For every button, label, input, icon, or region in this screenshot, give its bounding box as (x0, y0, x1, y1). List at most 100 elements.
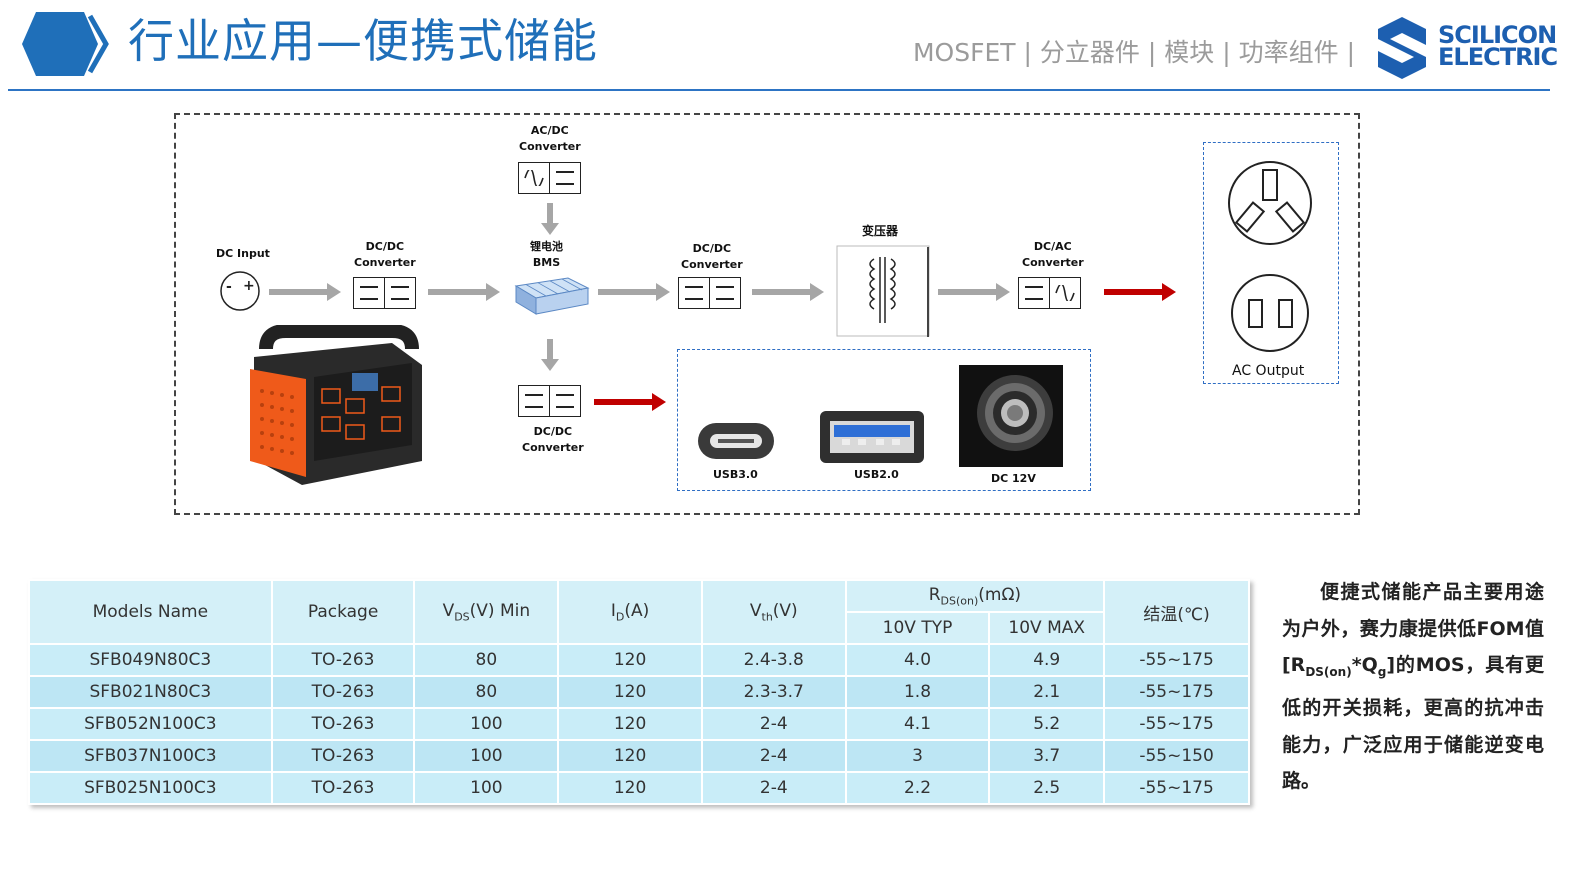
cell-vds: 80 (413, 675, 560, 709)
cell-model: SFB025N100C3 (28, 771, 273, 805)
usb20-label: USB2.0 (854, 468, 899, 481)
nav-separator: | (1147, 38, 1157, 67)
acdc-converter-block (518, 162, 581, 194)
col-header-vth: Vth(V) (700, 579, 847, 645)
cell-rds-max: 2.1 (988, 675, 1106, 709)
ac-output-label: AC Output (1232, 363, 1305, 379)
cell-rds-typ: 4.0 (844, 643, 991, 677)
acdc-converter-label: AC/DC Converter (519, 124, 581, 153)
col-header-junction-temp: 结温(℃) (1103, 579, 1250, 645)
header-nav: MOSFET | 分立器件 | 模块 | 功率组件 | (913, 33, 1355, 69)
cell-vds: 80 (413, 643, 560, 677)
nav-separator: | (1023, 38, 1032, 67)
col-header-rds-typ: 10V TYP (844, 611, 991, 645)
cell-vth: 2-4 (700, 739, 847, 773)
cell-junction-temp: -55~150 (1103, 739, 1250, 773)
cell-rds-max: 3.7 (988, 739, 1106, 773)
cell-rds-typ: 1.8 (844, 675, 991, 709)
dc-minus-sign: - (226, 279, 232, 295)
sine-wave-icon (524, 170, 544, 186)
dcdc-converter-3-label: DC/DC Converter (522, 425, 584, 454)
dc-12v-socket-icon (959, 365, 1063, 467)
cell-id: 120 (557, 675, 703, 709)
col-header-id: ID(A) (557, 579, 703, 645)
col-header-vds: VDS(V) Min (413, 579, 560, 645)
brand-s-icon (1378, 17, 1426, 79)
dcdc-converter-1-label: DC/DC Converter (354, 240, 416, 269)
cell-rds-max: 4.9 (988, 643, 1106, 677)
hexagon-logo-icon (22, 12, 109, 76)
cell-package: TO-263 (270, 707, 416, 741)
nav-item-power-assembly[interactable]: 功率组件 (1238, 38, 1339, 67)
col-header-package: Package (270, 579, 416, 645)
nav-separator: | (1222, 38, 1231, 67)
cell-vds: 100 (413, 771, 560, 805)
dc-input-label: DC Input (216, 247, 270, 260)
cell-rds-typ: 2.2 (844, 771, 991, 805)
cell-package: TO-263 (270, 643, 416, 677)
header-divider (8, 89, 1550, 91)
cell-id: 120 (557, 771, 703, 805)
cell-vth: 2.4-3.8 (700, 643, 847, 677)
sine-wave-icon (1055, 285, 1075, 301)
cell-vth: 2-4 (700, 707, 847, 741)
cell-id: 120 (557, 643, 703, 677)
dc-source-icon (220, 271, 260, 311)
cell-id: 120 (557, 707, 703, 741)
dc-plus-sign: + (243, 278, 255, 294)
cell-rds-max: 5.2 (988, 707, 1106, 741)
cell-vds: 100 (413, 739, 560, 773)
cell-model: SFB037N100C3 (28, 739, 273, 773)
cell-id: 120 (557, 739, 703, 773)
cell-vds: 100 (413, 707, 560, 741)
cell-package: TO-263 (270, 675, 416, 709)
cell-model: SFB052N100C3 (28, 707, 273, 741)
usb-c-port-icon (698, 423, 774, 459)
dcdc-converter-2-label: DC/DC Converter (681, 242, 743, 271)
three-pin-socket-icon (1228, 161, 1312, 245)
cell-rds-typ: 3 (844, 739, 991, 773)
ac-output-group (1203, 142, 1339, 384)
brand-name: SCILICON ELECTRIC (1438, 21, 1558, 71)
cell-junction-temp: -55~175 (1103, 771, 1250, 805)
transformer-label: 变压器 (862, 224, 899, 238)
nav-separator: | (1346, 38, 1355, 67)
mosfet-spec-table: Models Name Package VDS(V) Min ID(A) Vth… (28, 579, 1250, 805)
cell-model: SFB021N80C3 (28, 675, 273, 709)
battery-pack-icon (514, 277, 590, 315)
system-block-diagram: DC Input - + DC/DC Converter AC/DC Conve… (174, 113, 1360, 515)
cell-package: TO-263 (270, 739, 416, 773)
battery-label: 锂电池 BMS (530, 240, 563, 269)
dcdc-converter-1-block (353, 277, 416, 309)
cell-model: SFB049N80C3 (28, 643, 273, 677)
dcac-converter-label: DC/AC Converter (1022, 240, 1084, 269)
cell-package: TO-263 (270, 771, 416, 805)
cell-rds-typ: 4.1 (844, 707, 991, 741)
brand-logo: SCILICON ELECTRIC (1372, 15, 1558, 81)
cell-vth: 2-4 (700, 771, 847, 805)
nav-item-module[interactable]: 模块 (1164, 38, 1215, 67)
cell-vth: 2.3-3.7 (700, 675, 847, 709)
dc12v-label: DC 12V (991, 472, 1036, 485)
dcdc-converter-2-block (678, 277, 741, 309)
col-header-rds-max: 10V MAX (988, 611, 1106, 645)
cell-rds-max: 2.5 (988, 771, 1106, 805)
nav-item-mosfet[interactable]: MOSFET (912, 38, 1016, 67)
cell-junction-temp: -55~175 (1103, 643, 1250, 677)
cell-junction-temp: -55~175 (1103, 675, 1250, 709)
page-title: 行业应用—便携式储能 (128, 14, 598, 68)
dcdc-converter-3-block (518, 385, 581, 417)
cell-junction-temp: -55~175 (1103, 707, 1250, 741)
application-description: 便捷式储能产品主要用途为户外，赛力康提供低FOM值[RDS(on)*Qg]的MO… (1282, 581, 1544, 793)
portable-power-station-image (250, 325, 422, 485)
nav-item-discrete[interactable]: 分立器件 (1039, 38, 1140, 67)
usb-a-port-icon (820, 411, 924, 463)
transformer-icon (836, 245, 930, 337)
two-pin-socket-icon (1231, 274, 1309, 352)
col-header-model: Models Name (28, 579, 273, 645)
dcac-converter-block (1018, 277, 1081, 309)
